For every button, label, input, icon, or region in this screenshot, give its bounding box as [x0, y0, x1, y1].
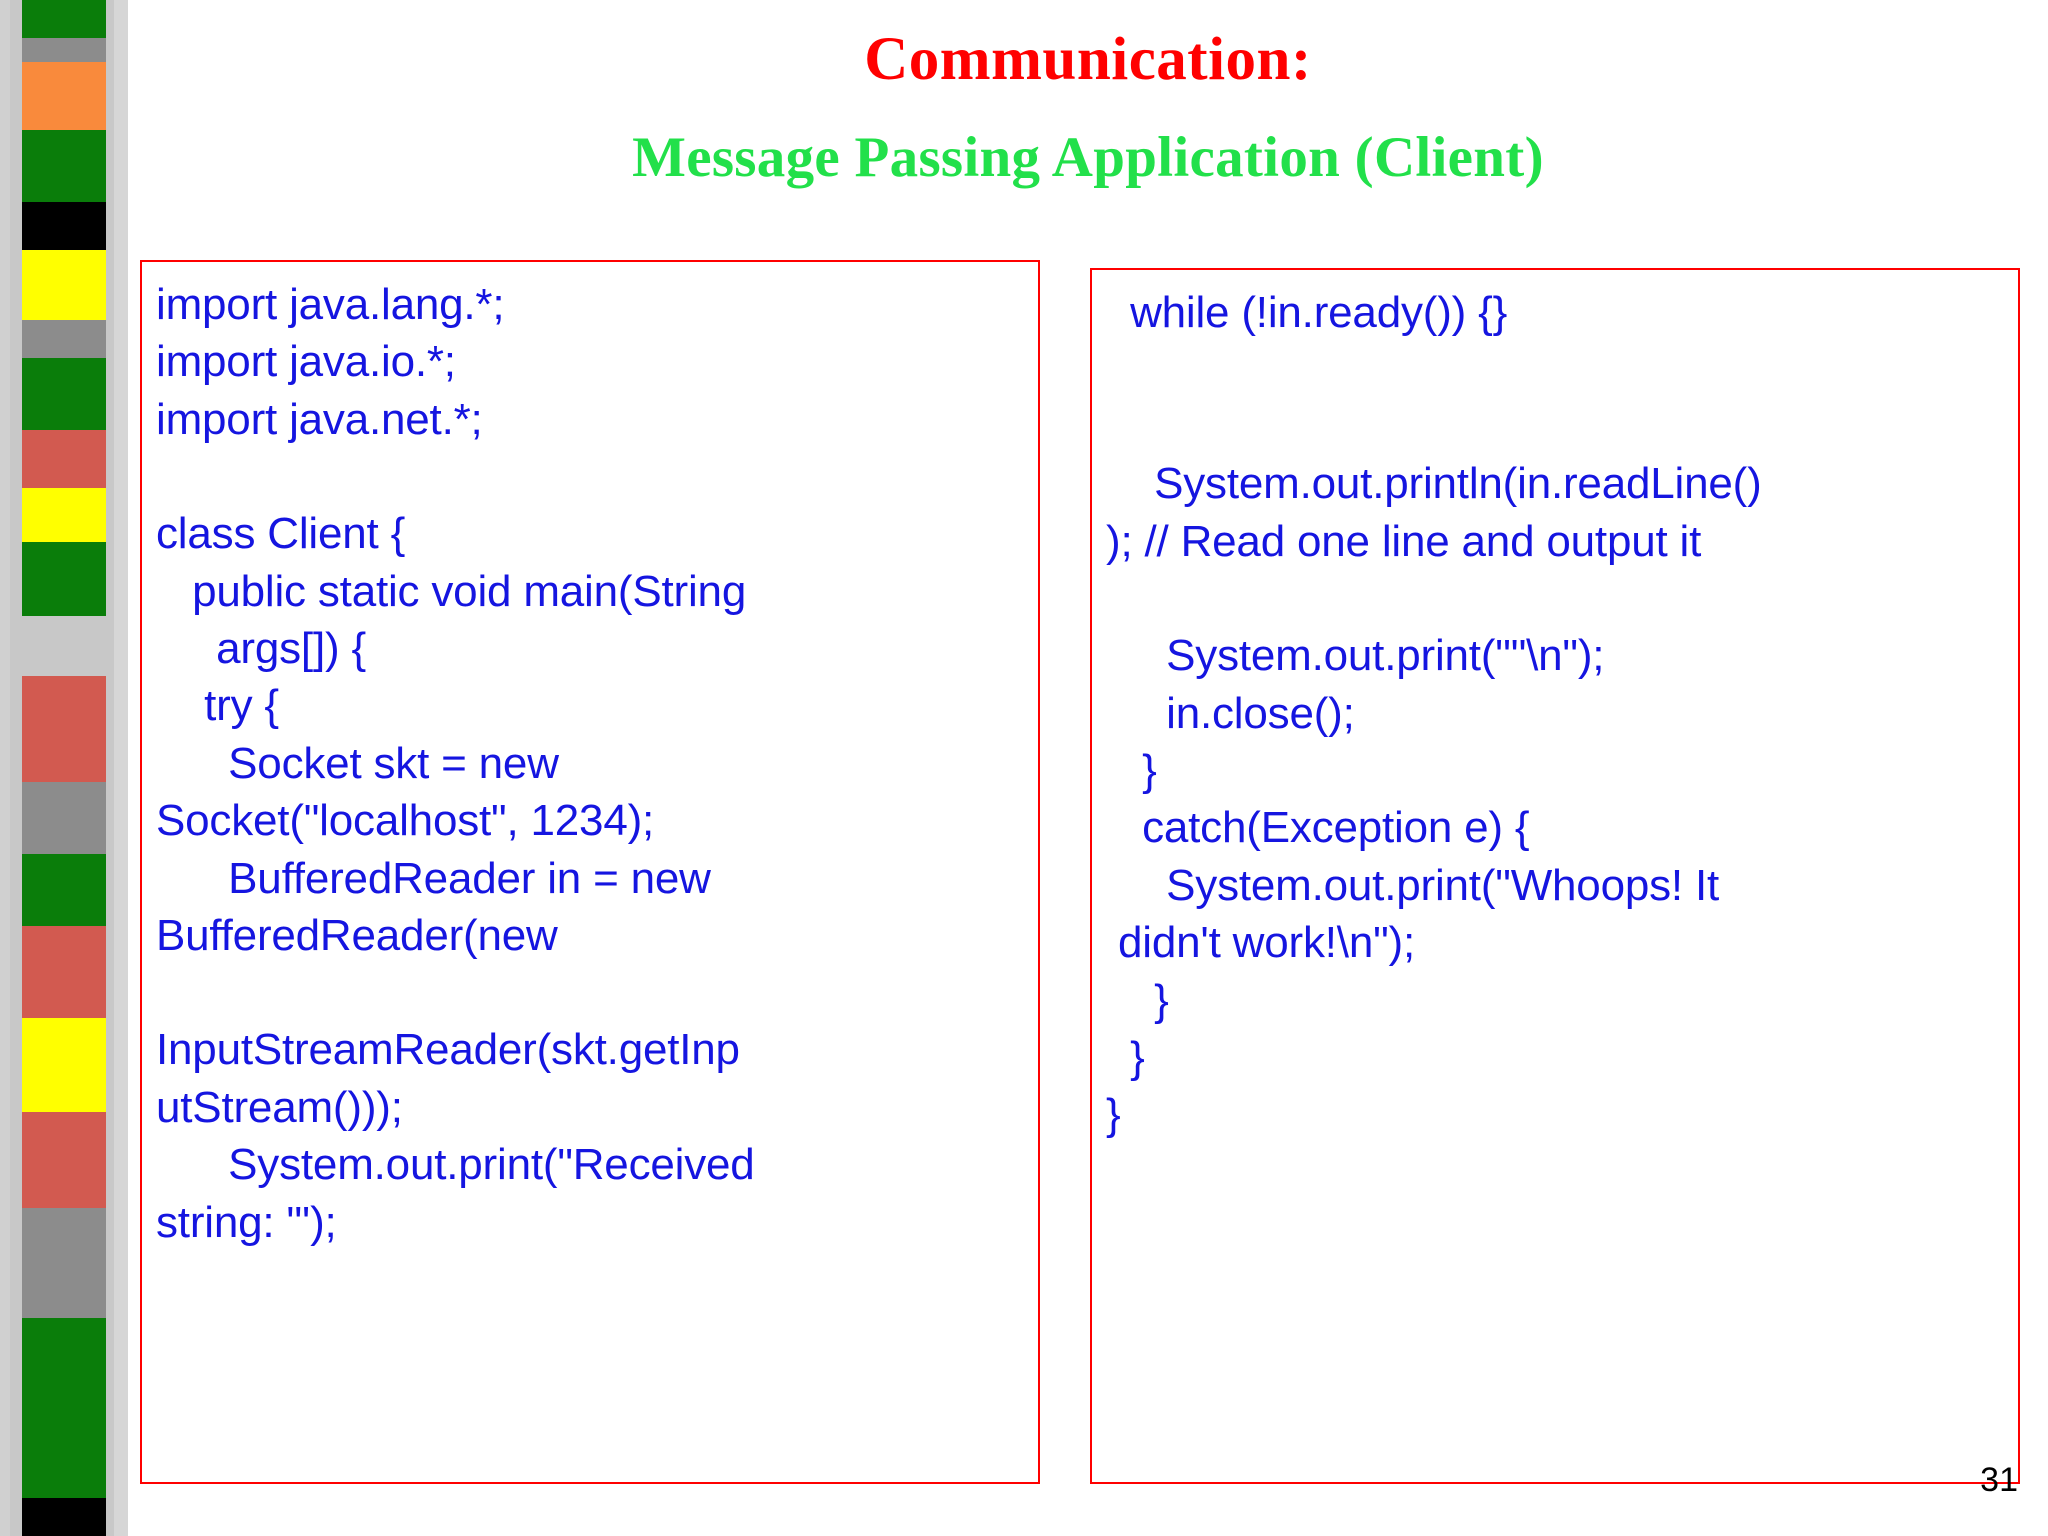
code-line: InputStreamReader(skt.getInp — [156, 1025, 740, 1075]
code-line: System.out.print("Whoops! It — [1106, 860, 1720, 910]
code-block-right: while (!in.ready()) {} System.out.printl… — [1090, 268, 2020, 1484]
code-line: Socket skt = new — [156, 738, 559, 788]
code-line: import java.net.*; — [156, 394, 483, 444]
strip-color-block — [22, 130, 106, 202]
slide-subtitle: Message Passing Application (Client) — [632, 126, 1544, 189]
strip-color-block — [22, 926, 106, 1018]
code-line: System.out.print("Received — [156, 1140, 755, 1190]
code-line: catch(Exception e) { — [1106, 803, 1530, 853]
code-line: System.out.print(""\n"); — [1106, 631, 1605, 681]
code-block-left: import java.lang.*; import java.io.*; impo… — [140, 260, 1040, 1484]
strip-gray-band — [22, 0, 106, 1536]
slide-title: Communication: — [864, 26, 1312, 93]
code-line: } — [1106, 746, 1157, 796]
code-line: in.close(); — [1106, 688, 1355, 738]
code-line: while (!in.ready()) {} — [1106, 288, 1508, 337]
strip-color-block — [22, 0, 106, 38]
strip-color-block — [22, 616, 106, 676]
strip-color-block — [22, 430, 106, 488]
code-line: didn't work!\n"); — [1106, 918, 1415, 968]
code-line: string: "'); — [156, 1197, 337, 1247]
code-line: System.out.println(in.readLine() — [1106, 459, 1762, 509]
strip-edge-left — [0, 0, 10, 1536]
strip-color-block — [22, 488, 106, 542]
strip-color-block — [22, 250, 106, 320]
strip-color-block — [22, 62, 106, 130]
code-line — [156, 448, 1026, 505]
strip-color-block — [22, 1498, 106, 1536]
code-line — [1106, 341, 2006, 398]
strip-color-block — [22, 1018, 106, 1112]
code-line: BufferedReader in = new — [156, 853, 711, 903]
code-line: } — [1106, 1090, 1121, 1140]
strip-edge-right — [114, 0, 128, 1536]
strip-color-block — [22, 1112, 106, 1208]
code-line: ); // Read one line and output it — [1106, 516, 1702, 566]
code-line: try { — [156, 681, 279, 731]
code-line: import java.io.*; — [156, 337, 456, 387]
code-line: public static void main(String — [156, 566, 747, 616]
code-line — [1106, 398, 2006, 455]
strip-color-block — [22, 1318, 106, 1498]
strip-color-block — [22, 202, 106, 250]
code-line: class Client { — [156, 509, 406, 559]
strip-color-block — [22, 854, 106, 926]
code-line: } — [1106, 1033, 1145, 1083]
strip-color-block — [22, 358, 106, 430]
code-line: utStream())); — [156, 1082, 403, 1132]
code-line — [1106, 570, 2006, 627]
code-line — [156, 964, 1026, 1021]
code-line: } — [1106, 975, 1169, 1025]
strip-color-block — [22, 782, 106, 854]
strip-color-block — [22, 542, 106, 616]
code-line: Socket("localhost", 1234); — [156, 796, 655, 846]
page-number: 31 — [1980, 1461, 2018, 1499]
decorative-left-strip — [0, 0, 128, 1536]
code-line: BufferedReader(new — [156, 911, 558, 961]
code-line: args[]) { — [156, 624, 366, 674]
strip-color-block — [22, 676, 106, 782]
code-line: import java.lang.*; — [156, 280, 505, 329]
